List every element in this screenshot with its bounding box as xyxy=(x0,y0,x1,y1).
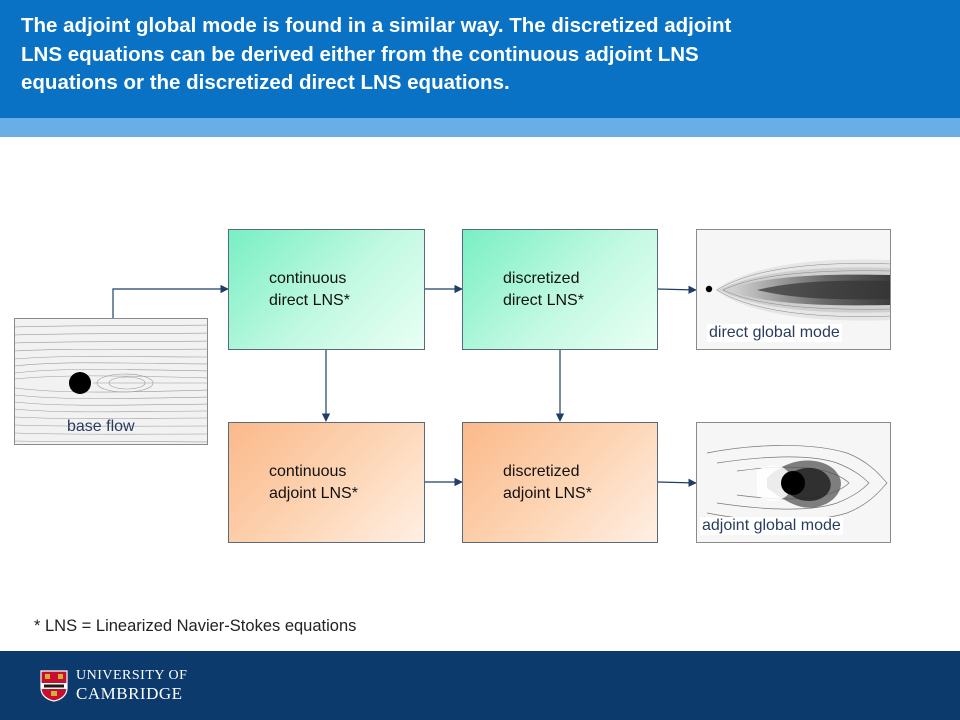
arrow-base-to-continuous-direct xyxy=(112,284,229,318)
direct-global-mode-label: direct global mode xyxy=(707,324,842,342)
adjoint-global-mode-label: adjoint global mode xyxy=(700,517,843,535)
university-name-line2: CAMBRIDGE xyxy=(76,684,183,703)
base-flow-panel: base flow xyxy=(14,318,208,445)
university-crest-icon xyxy=(40,670,68,702)
adjoint-global-mode-panel: adjoint global mode xyxy=(696,422,891,543)
slide-title-text: The adjoint global mode is found in a si… xyxy=(21,14,732,94)
adjoint-global-mode-image xyxy=(706,445,888,521)
continuous-adjoint-lns-box: continuous adjoint LNS* xyxy=(228,422,425,543)
discretized-direct-lns-label: discretized direct LNS* xyxy=(503,270,584,309)
university-name-line1: UNIVERSITY OF xyxy=(76,668,188,683)
footnote: * LNS = Linearized Navier-Stokes equatio… xyxy=(34,617,357,635)
arrow-discretized-direct-to-direct-mode xyxy=(657,285,697,294)
slide-header xyxy=(0,0,960,118)
discretized-adjoint-lns-label: discretized adjoint LNS* xyxy=(503,463,592,502)
base-flow-label: base flow xyxy=(67,418,135,435)
continuous-direct-lns-box: continuous direct LNS* xyxy=(228,229,425,350)
continuous-adjoint-lns-label: continuous adjoint LNS* xyxy=(269,463,358,502)
discretized-adjoint-lns-box: discretized adjoint LNS* xyxy=(462,422,658,543)
discretized-direct-lns-box: discretized direct LNS* xyxy=(462,229,658,350)
arrow-discretized-adjoint-to-adjoint-mode xyxy=(657,478,697,487)
header-strip xyxy=(0,118,960,137)
base-flow-image xyxy=(15,324,207,443)
continuous-direct-lns-label: continuous direct LNS* xyxy=(269,270,350,309)
slide-footer xyxy=(0,651,960,720)
direct-global-mode-image xyxy=(705,259,890,321)
direct-global-mode-panel: direct global mode xyxy=(696,229,891,350)
